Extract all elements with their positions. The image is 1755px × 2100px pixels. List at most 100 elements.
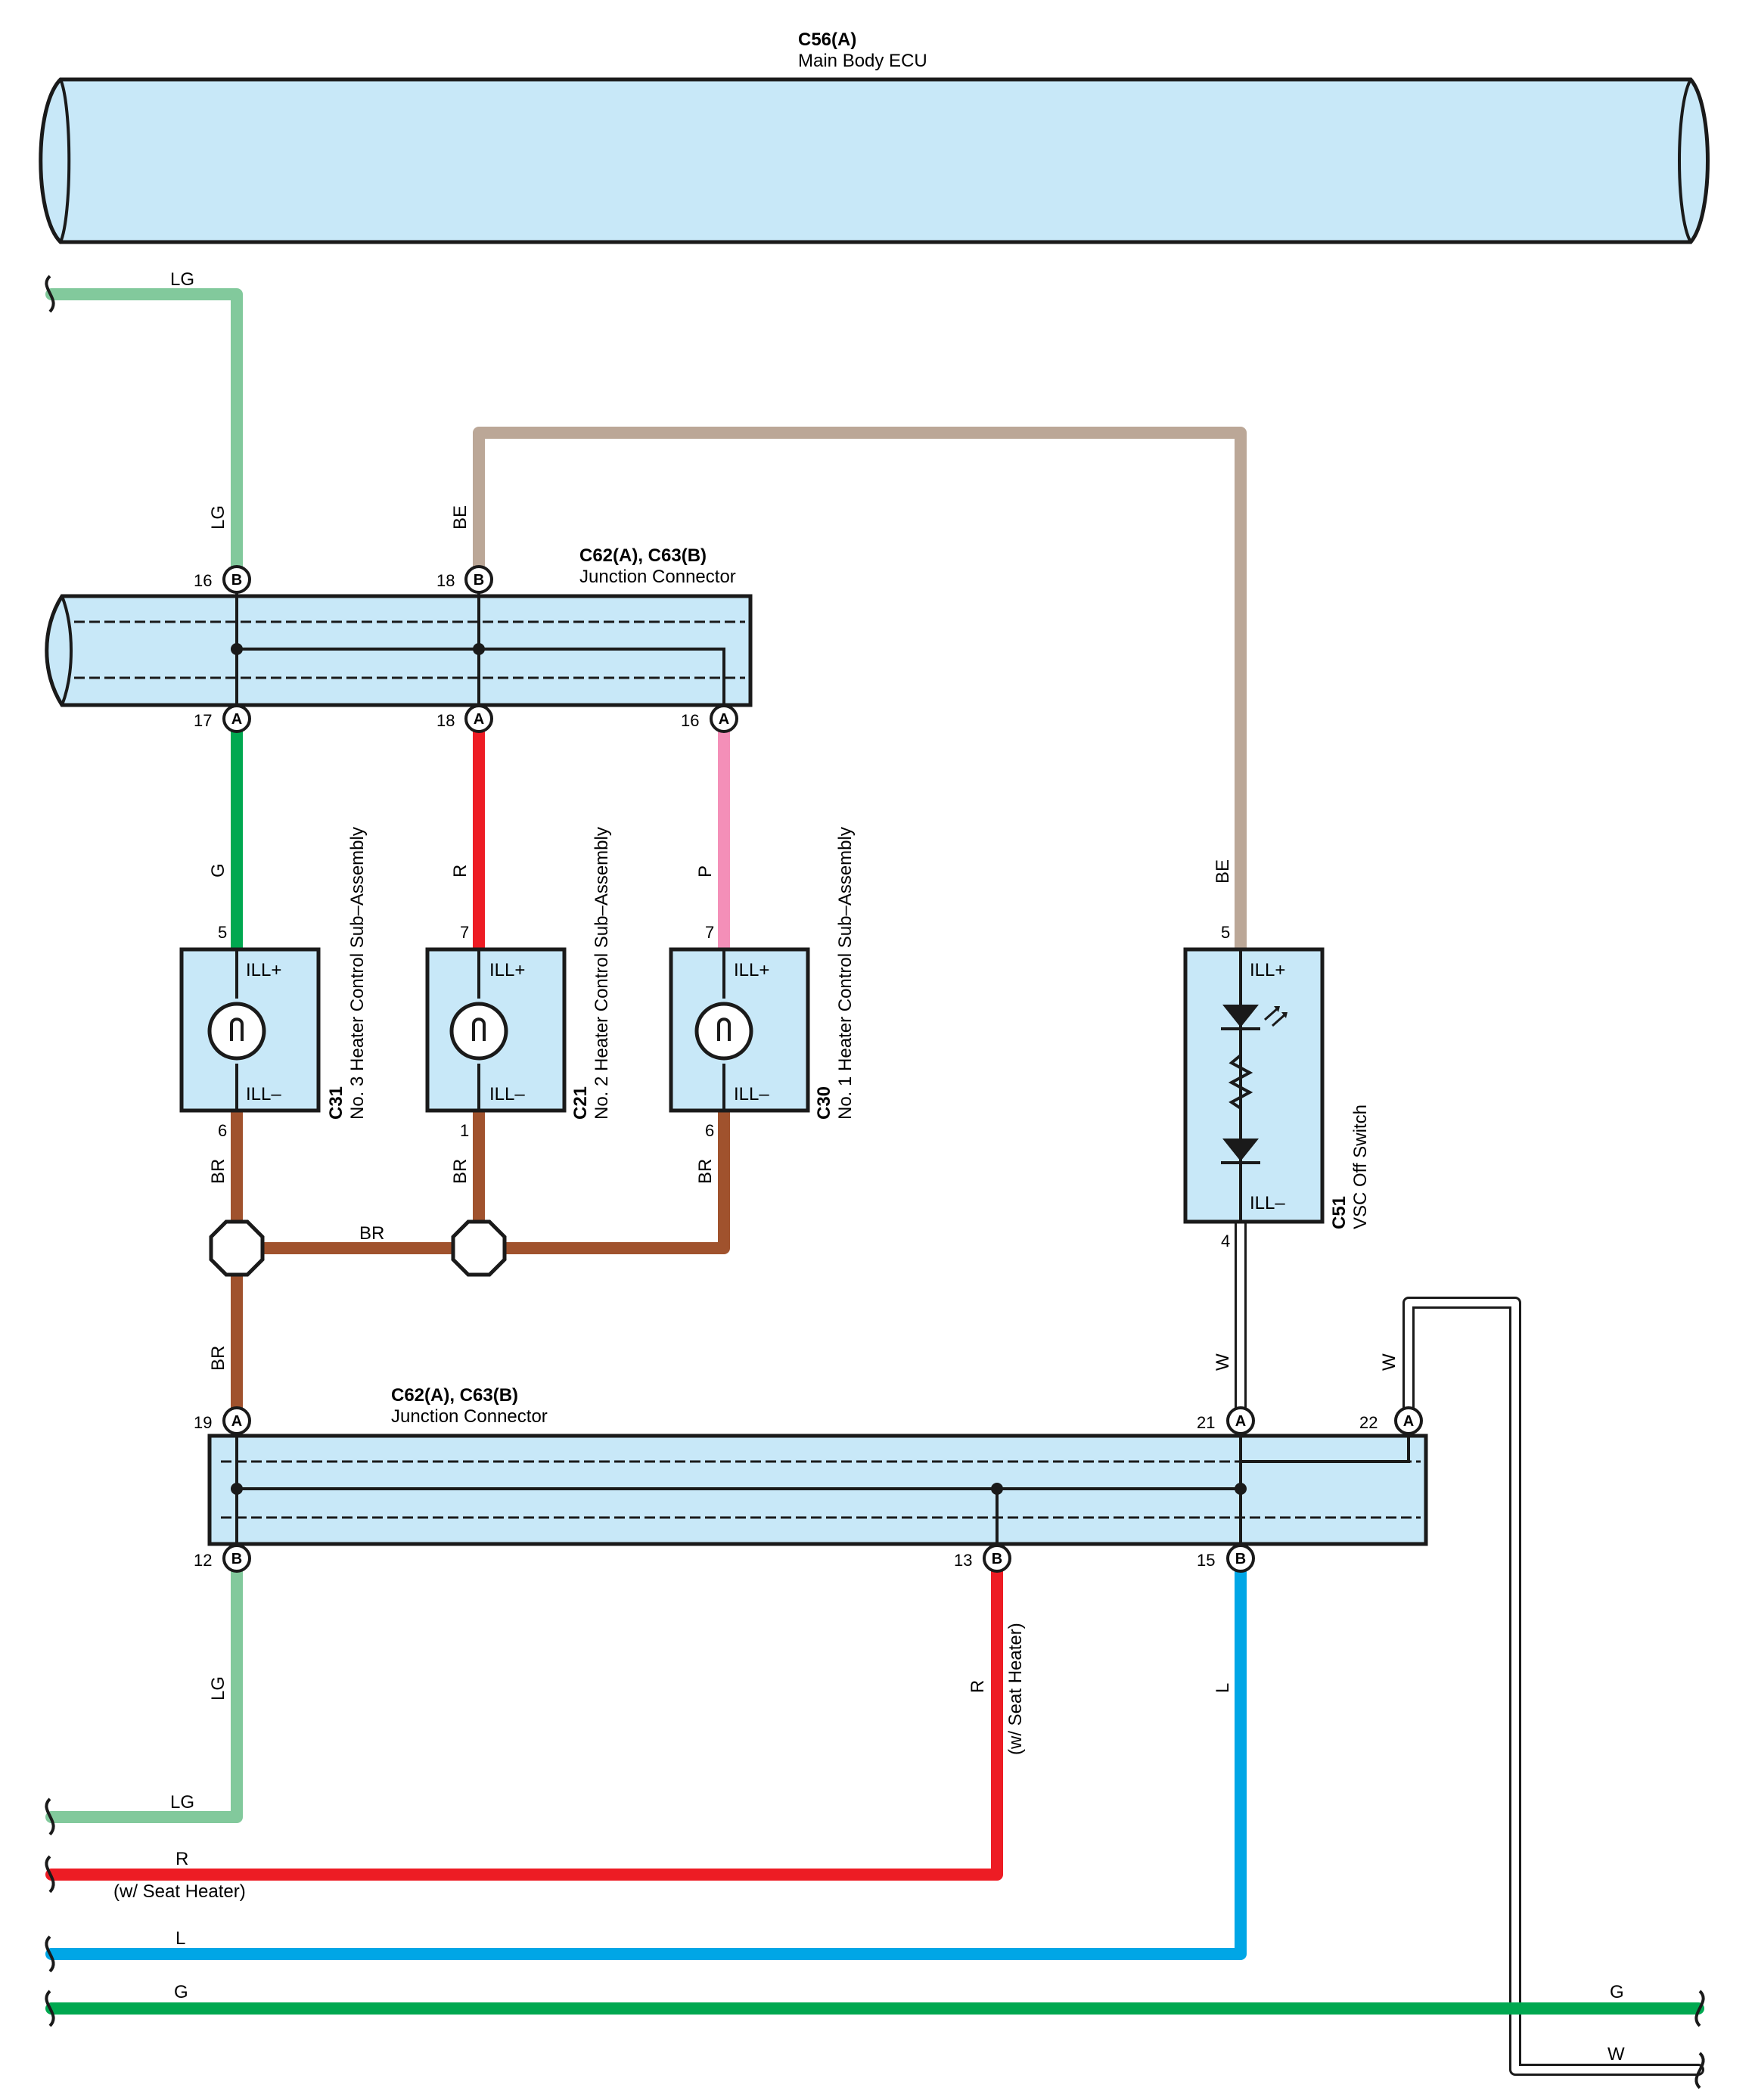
wire-r-low — [45, 1552, 1003, 1881]
jt-top-18-term: B — [474, 572, 484, 589]
jb-top-21-num: 21 — [1197, 1413, 1215, 1432]
c30-pin-bottom: 6 — [705, 1121, 714, 1140]
lbl-lg-out: LG — [170, 1792, 194, 1813]
resistor-icon — [1228, 1054, 1253, 1110]
lbl-be-right: BE — [1213, 859, 1233, 884]
jb-bot-15-term: B — [1235, 1551, 1246, 1567]
jt-top-16-term: B — [231, 572, 242, 589]
wire-lg-top — [45, 288, 243, 586]
wires — [45, 288, 1704, 2076]
lbl-br-h: BR — [359, 1223, 384, 1244]
lbl-g-right: G — [1610, 1982, 1624, 2002]
led-icon — [1222, 1005, 1259, 1027]
jb-top-22-term: A — [1403, 1413, 1414, 1430]
c31-pin-bottom: 6 — [218, 1121, 227, 1140]
c51-pin-top: 5 — [1221, 923, 1230, 942]
junction-connector-bottom: C62(A), C63(B) Junction Connector — [207, 1385, 1428, 1558]
jb-top-19-num: 19 — [194, 1413, 212, 1432]
lbl-l-low-v: L — [1213, 1683, 1233, 1693]
jb-top-22-num: 22 — [1359, 1413, 1378, 1432]
lbl-w-right: W — [1607, 2044, 1625, 2064]
wire-be — [473, 427, 1247, 955]
lbl-g-out: G — [174, 1982, 188, 2002]
junction-bottom-name: Junction Connector — [391, 1406, 548, 1427]
c30-ill-plus: ILL+ — [734, 960, 769, 980]
wire-w-2 — [1402, 1297, 1704, 2076]
c21-name: No. 2 Heater Control Sub–Assembly — [592, 827, 612, 1120]
lbl-r-low-v: R — [968, 1680, 988, 1693]
c30-code: C30 — [814, 1086, 834, 1120]
lbl-be-left: BE — [450, 505, 471, 530]
lbl-l-out: L — [176, 1928, 185, 1949]
lbl-lg-top-h: LG — [170, 269, 194, 290]
c51-code: C51 — [1329, 1196, 1350, 1229]
jt-top-16-num: 16 — [194, 571, 212, 590]
jt-bot-17-num: 17 — [194, 711, 212, 730]
lbl-w-1: W — [1213, 1353, 1233, 1371]
jb-bot-15-num: 15 — [1197, 1551, 1215, 1570]
c21-pin-top: 7 — [460, 923, 469, 942]
ecu-name: Main Body ECU — [798, 51, 927, 71]
c21-ill-minus: ILL– — [489, 1084, 525, 1104]
terminals: B 16 B 18 A 17 A 18 A 16 A 19 A 21 A 22 … — [194, 565, 1423, 1573]
wire-labels: LG LG BE BE G R P BR BR BR BR BR W W LG … — [113, 269, 1625, 2064]
lbl-r-out-note: (w/ Seat Heater) — [113, 1881, 246, 1902]
junction-top-code: C62(A), C63(B) — [579, 545, 707, 566]
jt-bot-17-term: A — [231, 711, 242, 728]
jb-top-21-term: A — [1235, 1413, 1246, 1430]
lbl-br-2: BR — [450, 1159, 471, 1184]
lbl-lg-top-v: LG — [208, 505, 228, 530]
jt-bot-16-num: 16 — [681, 711, 699, 730]
c21-pin-bottom: 1 — [460, 1121, 469, 1140]
wire-breaks — [45, 275, 1705, 2089]
lbl-br-3: BR — [695, 1159, 716, 1184]
junction-connector-top: C62(A), C63(B) Junction Connector — [45, 545, 753, 719]
c51-ill-plus: ILL+ — [1250, 960, 1285, 980]
wire-l-low — [45, 1552, 1247, 1960]
c30-name: No. 1 Heater Control Sub–Assembly — [835, 827, 856, 1120]
jt-bot-18-term: A — [474, 711, 484, 728]
ecu-code: C56(A) — [798, 30, 856, 50]
heater-switch-no1: ILL+ ILL– 7 6 C30 No. 1 Heater Control S… — [669, 827, 856, 1140]
lbl-br-low: BR — [208, 1346, 228, 1371]
splice-points — [209, 1219, 507, 1277]
jb-top-19-term: A — [231, 1413, 242, 1430]
c51-ill-minus: ILL– — [1250, 1193, 1285, 1213]
lbl-br-1: BR — [208, 1159, 228, 1184]
heater-switch-no3: ILL+ ILL– 5 6 C31 No. 3 Heater Control S… — [179, 827, 368, 1140]
wire-br-3 — [473, 1104, 730, 1254]
lbl-g: G — [208, 863, 228, 878]
jt-bot-16-term: A — [719, 711, 729, 728]
junction-top-name: Junction Connector — [579, 567, 736, 587]
junction-bottom-code: C62(A), C63(B) — [391, 1385, 518, 1406]
heater-switch-no2: ILL+ ILL– 7 1 C21 No. 2 Heater Control S… — [425, 827, 612, 1140]
jb-bot-12-term: B — [231, 1551, 242, 1567]
jt-top-18-num: 18 — [436, 571, 455, 590]
c31-code: C31 — [326, 1086, 346, 1120]
lbl-r-out: R — [176, 1849, 188, 1869]
main-body-ecu: C56(A) Main Body ECU — [39, 30, 1710, 244]
c31-ill-plus: ILL+ — [246, 960, 281, 980]
wire-lg-low — [45, 1552, 243, 1823]
c31-name: No. 3 Heater Control Sub–Assembly — [347, 827, 368, 1120]
lbl-lg-low-v: LG — [208, 1676, 228, 1701]
jb-bot-13-term: B — [992, 1551, 1002, 1567]
jb-bot-13-num: 13 — [954, 1551, 972, 1570]
diode-icon — [1222, 1139, 1259, 1161]
c51-pin-bottom: 4 — [1221, 1232, 1230, 1250]
c30-pin-top: 7 — [705, 923, 714, 942]
vsc-off-switch: ILL+ ILL– 5 4 C51 VSC Off Switch — [1183, 923, 1371, 1250]
c30-ill-minus: ILL– — [734, 1084, 769, 1104]
lbl-p: P — [695, 865, 716, 878]
c21-code: C21 — [570, 1086, 591, 1120]
jt-bot-18-num: 18 — [436, 711, 455, 730]
c31-ill-minus: ILL– — [246, 1084, 281, 1104]
splice-2 — [451, 1219, 507, 1277]
lbl-w-2: W — [1379, 1353, 1399, 1371]
lbl-r-low-note: (w/ Seat Heater) — [1005, 1623, 1026, 1755]
c21-ill-plus: ILL+ — [489, 960, 525, 980]
lbl-r: R — [450, 865, 471, 878]
splice-1 — [209, 1219, 265, 1277]
jb-bot-12-num: 12 — [194, 1551, 212, 1570]
